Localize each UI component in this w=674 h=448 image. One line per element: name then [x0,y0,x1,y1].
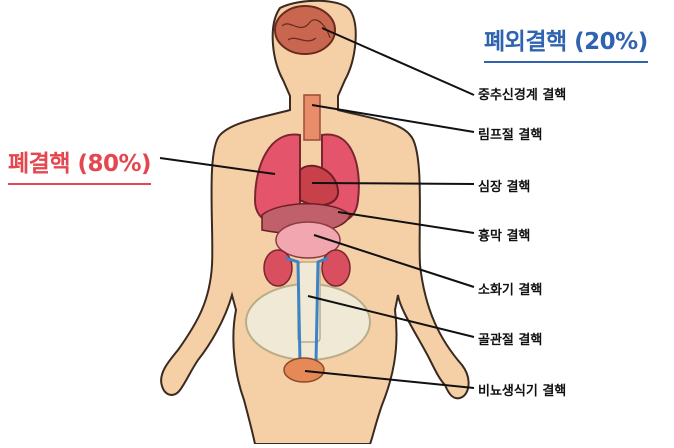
site-label-genitourinary: 비뇨생식기 결핵 [478,380,566,399]
site-label-osteoarticular: 골관절 결핵 [478,329,542,348]
pulmonary-heading: 폐결핵 (80%) [8,144,151,178]
extrapulmonary-heading: 폐외결핵 (20%) [484,22,648,56]
site-label-gastrointestinal: 소화기 결핵 [478,279,542,298]
pulmonary-heading-underline [8,183,151,185]
extrapulmonary-heading-underline [484,61,648,63]
site-label-pleural: 흉막 결핵 [478,225,530,244]
site-label-cardiac: 심장 결핵 [478,176,530,195]
site-label-lymph-node: 림프절 결핵 [478,124,542,143]
left-kidney [264,250,292,286]
pulmonary-heading-text: 폐결핵 (80%) [8,151,151,177]
extrapulmonary-heading-text: 폐외결핵 (20%) [484,29,648,55]
right-kidney [322,250,350,286]
trachea [304,95,320,140]
site-label-cns: 중추신경계 결핵 [478,84,566,103]
leader-line [312,183,474,184]
bladder [284,358,324,382]
